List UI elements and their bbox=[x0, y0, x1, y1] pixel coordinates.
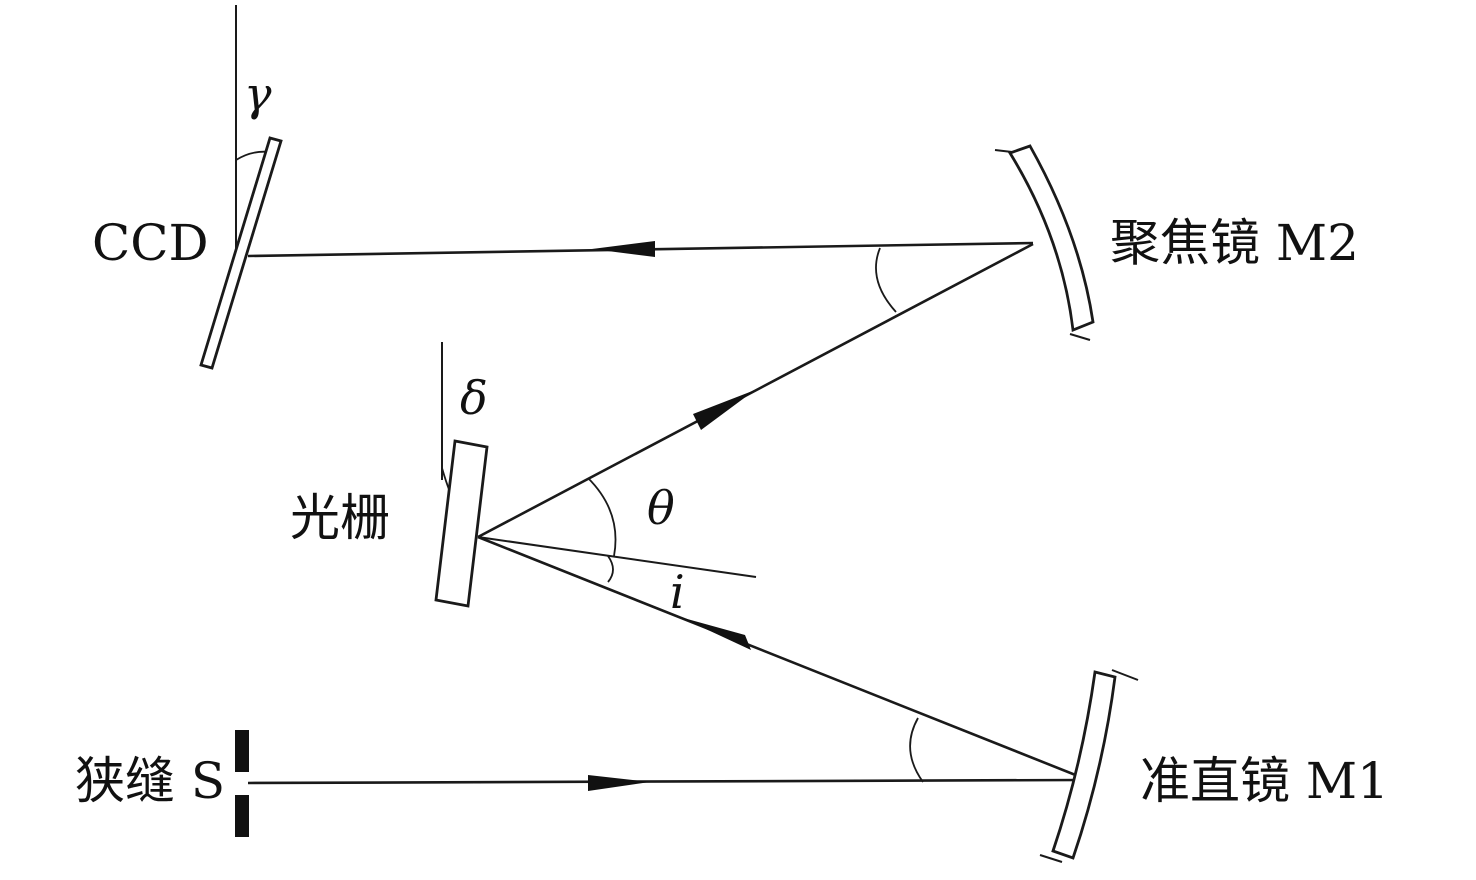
slit-label: 狭缝 S bbox=[75, 752, 225, 810]
ccd-label: CCD bbox=[92, 214, 209, 272]
theta-symbol: θ bbox=[647, 481, 675, 535]
focusing-mirror-m2 bbox=[1007, 144, 1095, 332]
slit-lower-bar bbox=[235, 795, 249, 837]
theta-arc bbox=[587, 477, 617, 557]
ccd-detector bbox=[199, 136, 283, 370]
grating-label: 光栅 bbox=[290, 489, 390, 547]
m1-angle-arc bbox=[909, 717, 924, 783]
focusing-mirror-label: 聚焦镜 M2 bbox=[1110, 214, 1359, 272]
ray-grating-to-m2 bbox=[477, 242, 1034, 539]
arrowhead-to-m2 bbox=[693, 390, 755, 430]
grating-element bbox=[434, 439, 489, 608]
gamma-symbol: γ bbox=[244, 67, 272, 121]
ray-m1-to-grating bbox=[477, 535, 1084, 780]
incidence-symbol: i bbox=[670, 565, 685, 619]
collimating-mirror-m1 bbox=[1051, 670, 1117, 860]
ray-slit-to-m1 bbox=[247, 778, 1084, 785]
m1-tick-bottom bbox=[1039, 854, 1063, 863]
delta-symbol: δ bbox=[460, 371, 488, 425]
collimating-mirror-label: 准直镜 M1 bbox=[1140, 752, 1389, 810]
m1-tick-top bbox=[1111, 669, 1139, 681]
slit-upper-bar bbox=[235, 730, 249, 772]
m2-tick-bottom bbox=[1069, 333, 1091, 341]
arrowhead-slit-ray bbox=[588, 775, 650, 791]
arrowhead-to-ccd bbox=[592, 241, 655, 257]
arrowhead-to-grating bbox=[680, 617, 751, 650]
m2-tick-top bbox=[994, 149, 1013, 153]
grating-normal-line bbox=[477, 536, 757, 578]
m2-angle-arc bbox=[875, 247, 897, 313]
incidence-arc bbox=[607, 555, 614, 583]
